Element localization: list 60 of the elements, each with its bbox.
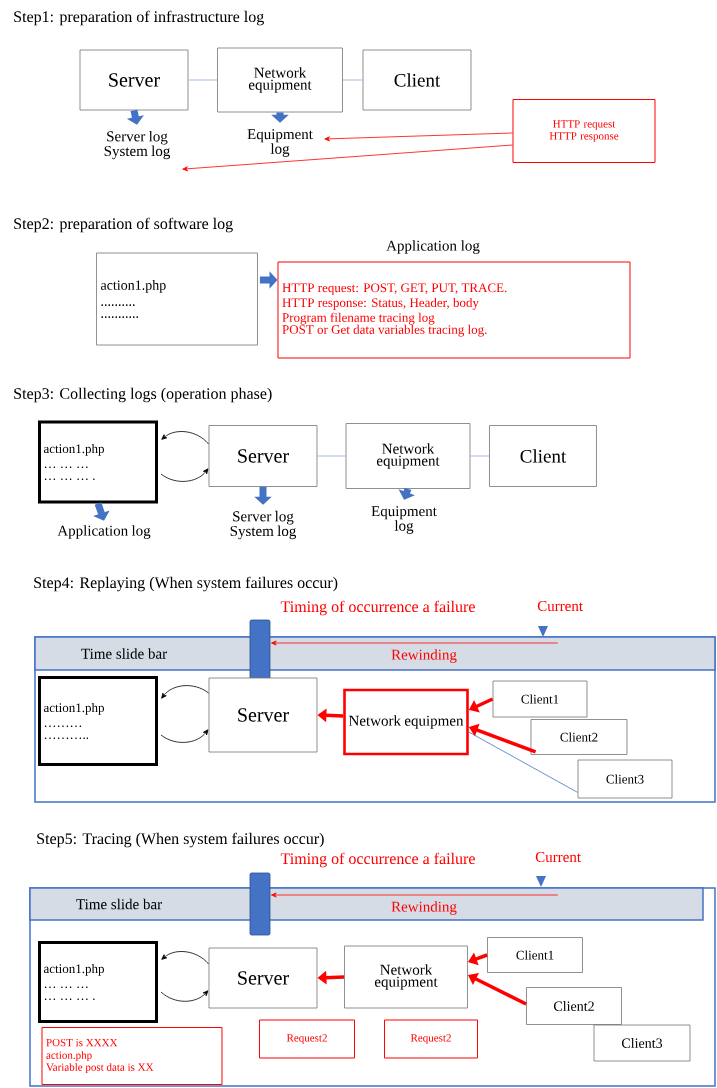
step-heading: Step3: Collecting logs (operation phase)	[14, 387, 272, 403]
arrow	[182, 144, 513, 172]
curved-arrow	[161, 951, 209, 965]
timing-label: Timing of occurrence a failure	[280, 852, 475, 868]
curved-arrow	[160, 468, 209, 482]
file-box: action1.php … … … … … … .	[38, 941, 158, 1023]
log-label: Application log	[57, 525, 151, 539]
component-box: Client	[489, 425, 597, 487]
component-box: Server	[208, 947, 318, 1009]
client-box: Client2	[530, 719, 628, 755]
node-label: HTTP request: POST, GET, PUT, TRACE.	[282, 283, 507, 295]
connector-line	[342, 79, 363, 81]
node-label: Program filename tracing log	[282, 312, 435, 325]
curved-arrow	[160, 729, 209, 743]
note-box: POST is XXXX action.php Variable post data is XX	[41, 1027, 223, 1085]
log-label: Equipment log	[247, 129, 313, 157]
step-heading: Step2: preparation of software log	[14, 217, 233, 233]
client-box: Client3	[593, 1024, 691, 1062]
step-heading: Step5: Tracing (When system failures occur)	[37, 832, 324, 848]
note-box: Request2	[384, 1019, 478, 1059]
note-box: HTTP request: POST, GET, PUT, TRACE. HTTP response: Status, Header, body Program filename tracing log POST or Get data variables tracing log.	[277, 261, 631, 359]
file-box: action1.php ……… ………..	[38, 676, 158, 766]
arrow	[324, 132, 513, 142]
client-box: Client1	[492, 680, 588, 718]
edge-label: Rewinding	[390, 648, 458, 664]
note-box: Request2	[259, 1019, 355, 1059]
current-label: Current	[537, 600, 583, 612]
component-box: Server	[208, 677, 318, 753]
node-label: POST or Get data variables tracing log.	[282, 324, 487, 337]
log-label: Equipment log	[371, 506, 437, 534]
curved-arrow	[161, 685, 209, 699]
component-box: Server	[79, 49, 189, 111]
curved-arrow	[161, 431, 209, 445]
note-box: HTTP request HTTP response	[512, 99, 656, 163]
component-box: Server	[208, 425, 318, 487]
component-box: Network equipment	[345, 423, 471, 489]
file-box: action1.php … … … … … … .	[38, 420, 158, 504]
log-label: Server log System log	[230, 510, 297, 540]
connector-line	[317, 455, 346, 457]
step-heading: Step4: Replaying (When system failures occur)	[34, 576, 338, 592]
curved-arrow	[160, 990, 209, 1002]
current-label: Current	[535, 851, 581, 863]
arrow	[271, 640, 559, 646]
box-heading: Application log	[386, 240, 480, 254]
step-heading: Step1: preparation of infrastructure log	[14, 10, 264, 26]
client-box: Client2	[526, 987, 622, 1025]
node-label: HTTP response: Status, Header, body	[282, 297, 479, 310]
timing-label: Timing of occurrence a failure	[280, 600, 475, 616]
log-label: Server log System log	[104, 130, 171, 160]
connector-line	[188, 79, 218, 81]
component-box: Client	[362, 49, 472, 111]
component-box: Network equipment	[217, 47, 343, 113]
client-box: Client3	[577, 759, 673, 799]
connector-line	[470, 455, 490, 457]
component-box: Network equipment	[344, 945, 468, 1009]
arrow	[271, 892, 559, 898]
client-box: Client1	[487, 937, 583, 973]
edge-label: Rewinding	[390, 900, 458, 916]
file-box: action1.php .......... ...........	[96, 252, 258, 346]
component-box: Network equipmen	[343, 688, 469, 756]
